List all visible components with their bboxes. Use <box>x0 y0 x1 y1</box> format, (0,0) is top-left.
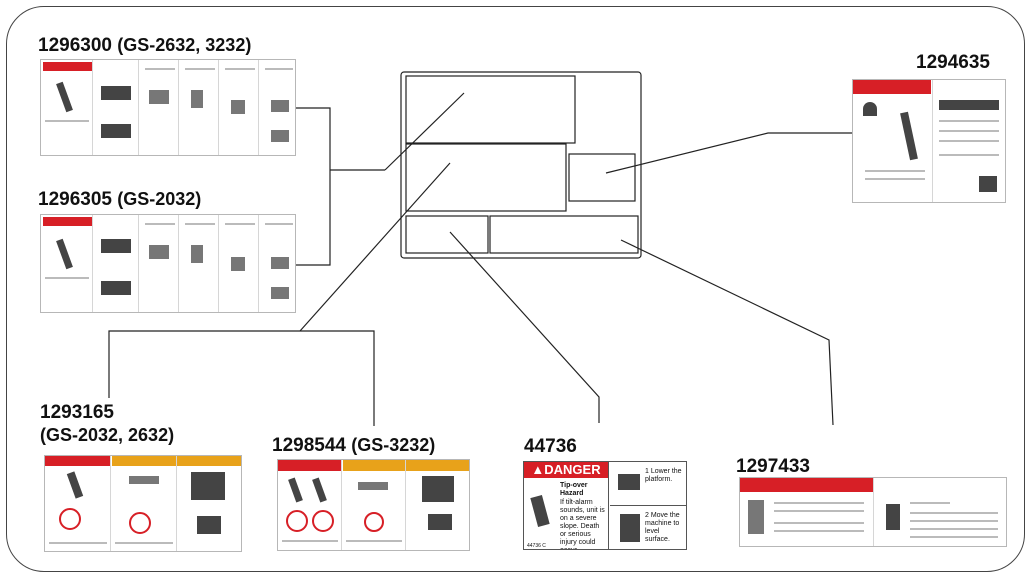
bracket-1296300-1296305 <box>296 107 331 266</box>
wheel-pictogram <box>271 257 289 269</box>
wheel-pictogram <box>271 130 289 142</box>
danger-header <box>278 460 342 471</box>
machine-pictogram <box>101 239 131 253</box>
diagram-frame <box>6 6 1025 572</box>
decal-44736: ▲DANGER Tip-over Hazard If tilt-alarm so… <box>523 461 687 550</box>
control-pictogram <box>231 257 245 271</box>
label-1293165: 1293165 (GS-2032, 2632) <box>40 402 174 447</box>
machine-pictogram <box>422 476 454 502</box>
machine-level-pictogram <box>620 514 640 542</box>
operator-pictogram <box>863 102 877 116</box>
machine-pictogram <box>428 514 452 530</box>
prohibition-icon <box>286 510 308 532</box>
schematic-outline <box>400 71 642 259</box>
control-pictogram <box>231 100 245 114</box>
label-1296305-id: 1296305 <box>38 189 112 210</box>
step-2-text: 2 Move the machine to level surface. <box>645 512 680 543</box>
label-1296305: 1296305 (GS-2032) <box>38 188 201 211</box>
label-1293165-models: (GS-2032, 2632) <box>40 425 175 445</box>
step-1-text: 1 Lower the platform. <box>645 468 682 483</box>
label-1296300-id: 1296300 <box>38 35 112 56</box>
prohibition-icon <box>364 512 384 532</box>
schematic-zone-bottom-right <box>489 215 639 254</box>
warning-header <box>343 460 405 471</box>
danger-header <box>43 217 93 226</box>
prohibition-icon <box>312 510 334 532</box>
leader-44736 <box>449 231 600 423</box>
bracket-1293165-1298544 <box>108 330 375 426</box>
leader-1294635 <box>605 132 852 174</box>
schematic-zone-bottom-left <box>405 215 489 254</box>
danger-header <box>45 456 111 466</box>
hand-pictogram <box>191 90 203 108</box>
warning-header <box>112 456 176 466</box>
hazard-text: If tilt-alarm sounds, unit is on a sever… <box>560 499 605 549</box>
machine-pictogram <box>129 476 159 484</box>
decal-code: 44736 C <box>527 543 546 549</box>
decal-1298544 <box>277 459 470 551</box>
danger-header <box>43 62 93 71</box>
danger-header <box>740 478 873 492</box>
operator-pictogram <box>149 90 169 104</box>
machine-pictogram <box>886 504 900 530</box>
label-1296300-models: (GS-2632, 3232) <box>117 35 252 55</box>
wheel-pictogram <box>271 287 289 299</box>
schematic-zone-middle <box>405 143 567 212</box>
warning-header <box>406 460 469 471</box>
label-1298544-id: 1298544 <box>272 435 346 456</box>
label-1296305-models: (GS-2032) <box>117 189 202 209</box>
label-1297433-id: 1297433 <box>736 456 810 477</box>
machine-pictogram <box>101 86 131 100</box>
machine-pictogram <box>191 472 225 500</box>
machine-pictogram <box>358 482 388 490</box>
label-1293165-id: 1293165 <box>40 402 114 423</box>
decal-1296300 <box>40 59 296 156</box>
label-1296300: 1296300 (GS-2632, 3232) <box>38 34 251 57</box>
decal-1297433 <box>739 477 1007 547</box>
prohibition-icon <box>59 508 81 530</box>
danger-header <box>853 80 931 94</box>
machine-pictogram <box>101 124 131 138</box>
label-1294635: 1294635 <box>916 52 990 74</box>
schematic-zone-right <box>568 153 636 202</box>
hand-pictogram <box>191 245 203 263</box>
lower-platform-pictogram <box>618 474 640 490</box>
label-44736: 44736 <box>524 436 577 458</box>
info-box <box>939 100 999 110</box>
machine-pictogram <box>748 500 764 534</box>
wheel-pictogram <box>271 100 289 112</box>
prohibition-icon <box>129 512 151 534</box>
danger-header: ▲DANGER <box>524 462 608 478</box>
hazard-title: Tip-over Hazard <box>560 482 588 497</box>
operator-pictogram <box>149 245 169 259</box>
decal-1296305 <box>40 214 296 313</box>
decal-1293165 <box>44 455 242 552</box>
label-1297433: 1297433 <box>736 456 810 478</box>
label-1294635-id: 1294635 <box>916 52 990 73</box>
warning-header <box>177 456 241 466</box>
leader-1297433 <box>620 239 834 426</box>
machine-pictogram <box>979 176 997 192</box>
machine-pictogram <box>197 516 221 534</box>
decal-1294635 <box>852 79 1006 203</box>
schematic-zone-top <box>405 75 576 144</box>
label-44736-id: 44736 <box>524 436 577 457</box>
label-1298544: 1298544 (GS-3232) <box>272 434 435 457</box>
machine-pictogram <box>101 281 131 295</box>
label-1298544-models: (GS-3232) <box>351 435 436 455</box>
